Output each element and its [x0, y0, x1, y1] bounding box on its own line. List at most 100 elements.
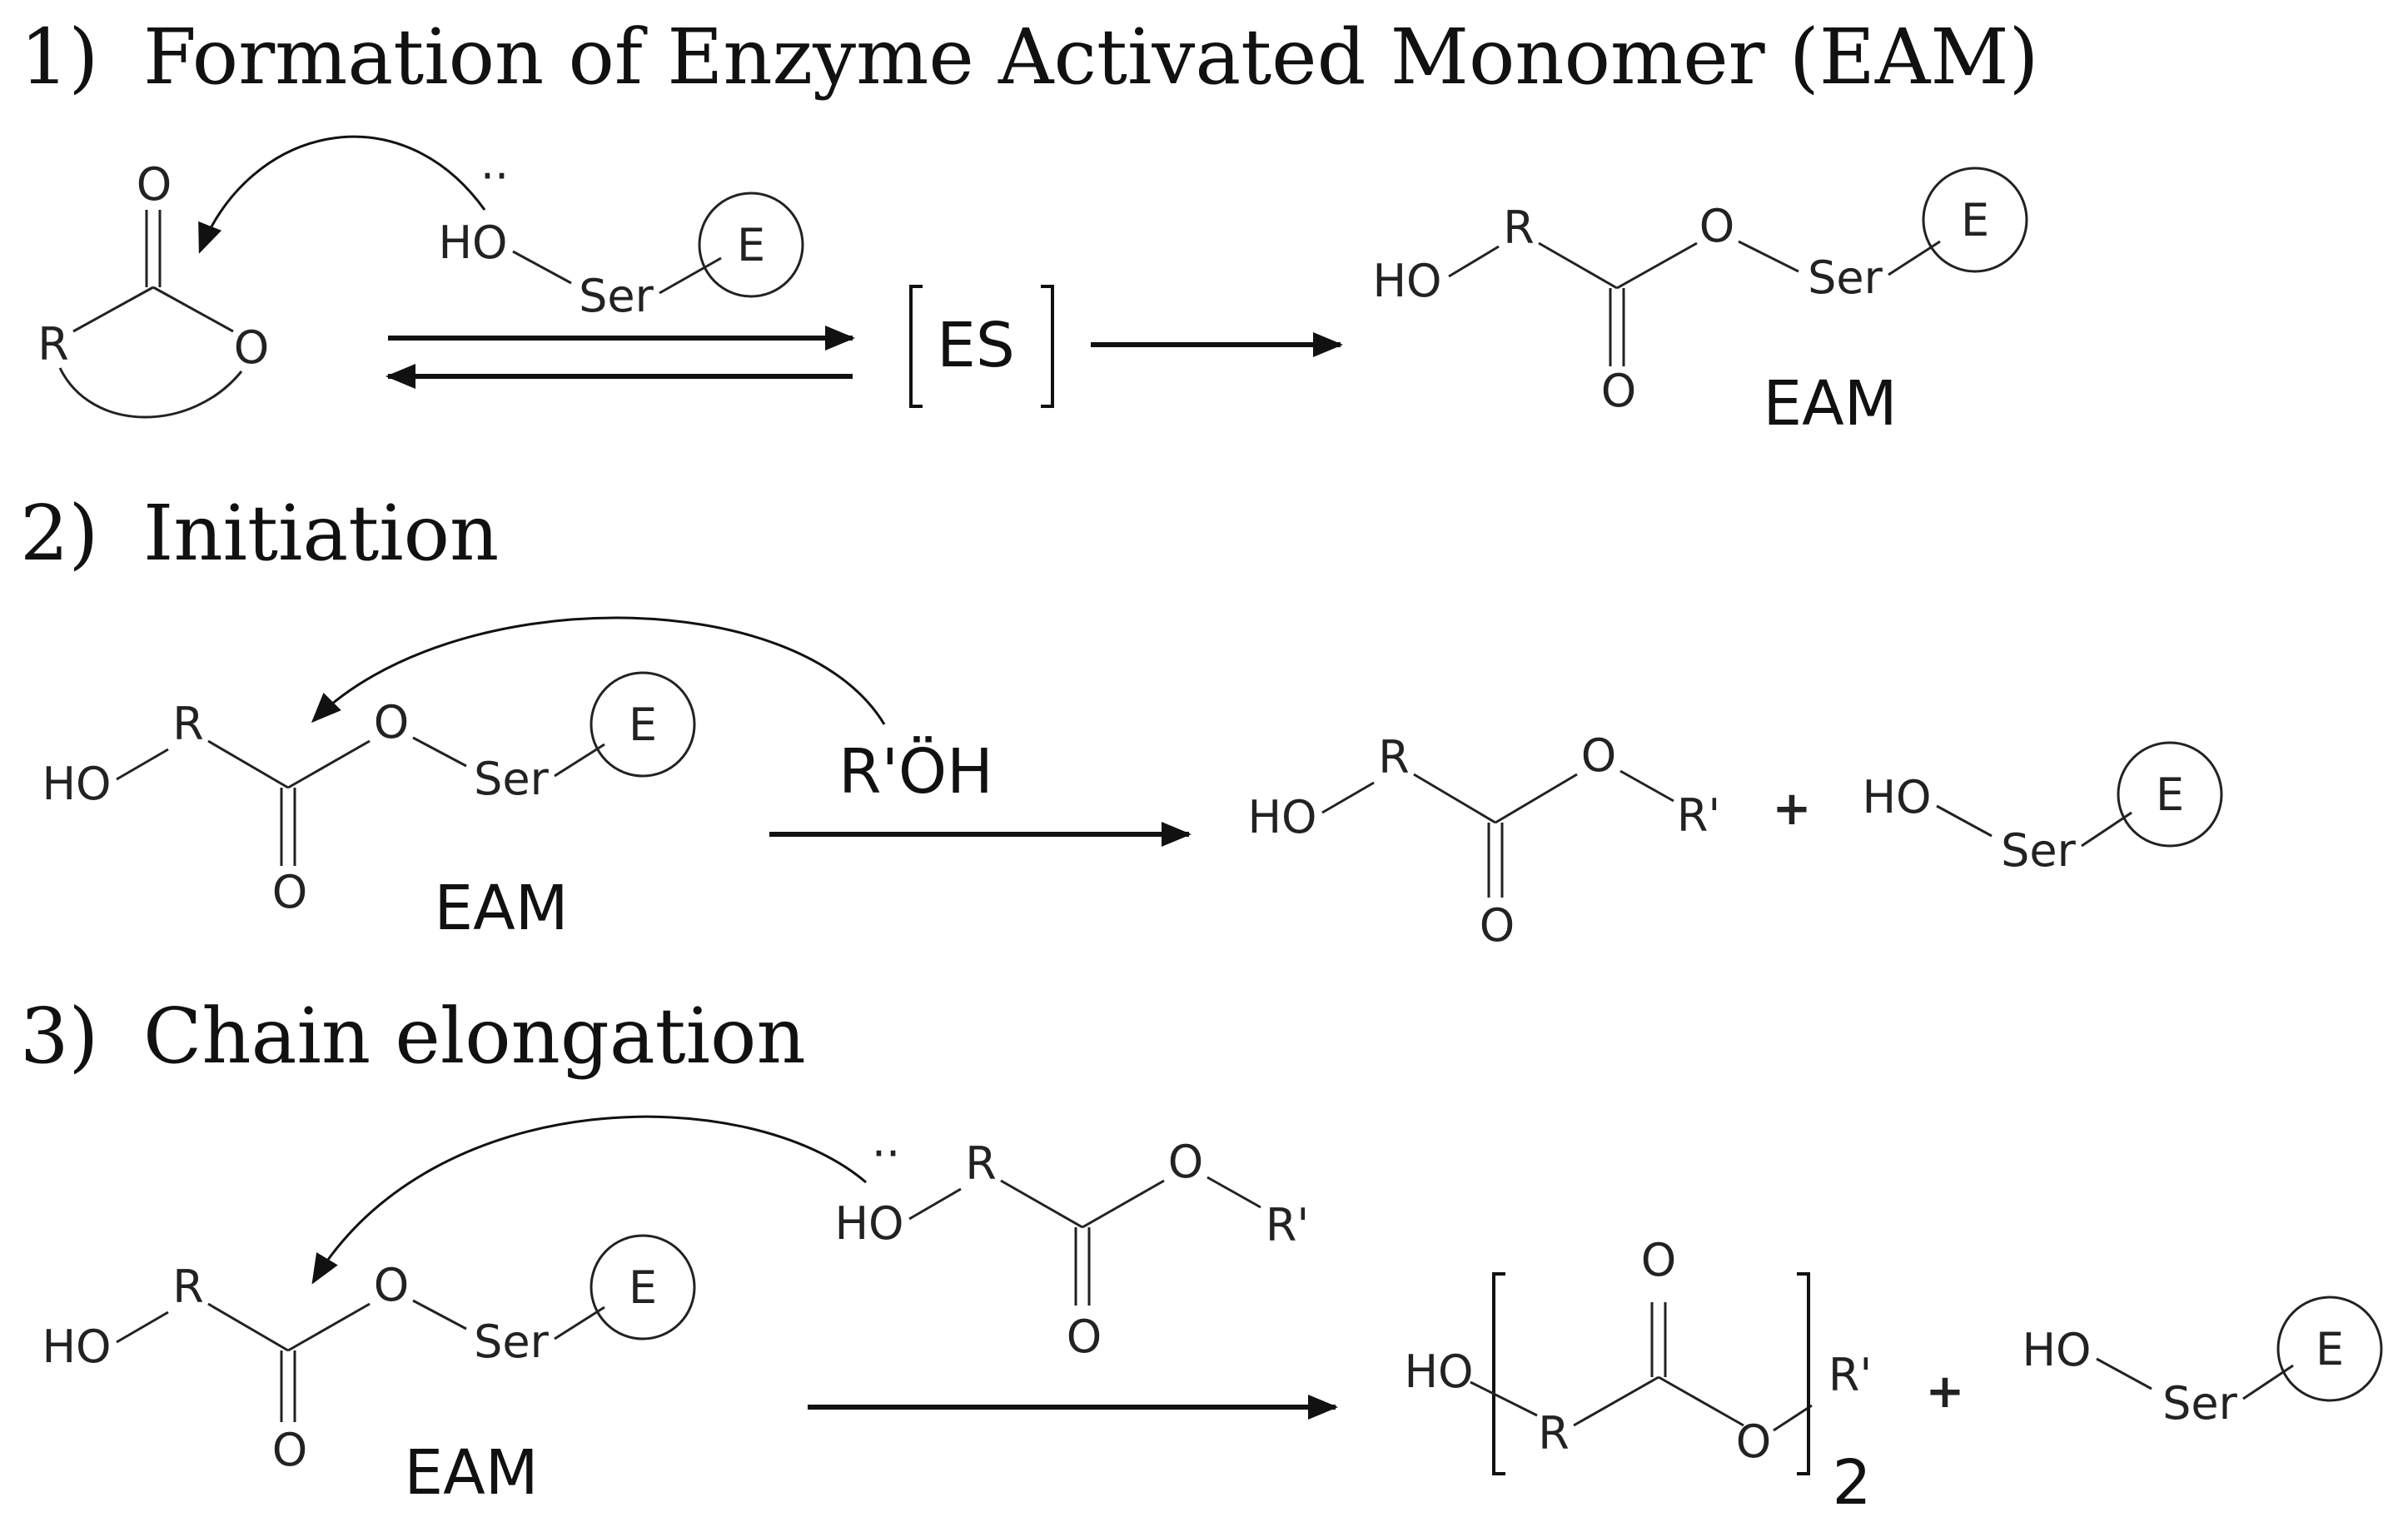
- enzyme-circle: [2117, 741, 2223, 848]
- serine-label: Ser: [474, 753, 550, 805]
- carbonyl-oxygen: O: [1480, 899, 1515, 952]
- ring-oxygen: O: [234, 321, 270, 374]
- right-bracket: [1041, 285, 1054, 408]
- r-group: R: [37, 318, 69, 371]
- enzyme-circle: [590, 671, 696, 778]
- bond-o-r: [1321, 781, 1375, 814]
- carbonyl-oxygen: O: [1641, 1234, 1677, 1286]
- bond-ser-enzyme: [2242, 1364, 2294, 1400]
- step-2-number: 2): [20, 489, 98, 578]
- bond-o-r: [116, 748, 169, 781]
- hydroxyl: HO: [1404, 1345, 1473, 1398]
- bond-o-ser: [412, 736, 467, 768]
- r-group: R: [1538, 1407, 1570, 1460]
- bond-c-o: [1658, 1375, 1744, 1427]
- bond-o-ser: [512, 250, 572, 285]
- hydroxyl: HO: [42, 1321, 111, 1373]
- bond-o-ser: [412, 1299, 467, 1331]
- bond-ser-enzyme: [1888, 240, 1941, 276]
- step-1: 1) Formation of Enzyme Activated Monomer…: [20, 12, 2038, 440]
- bond-c-o: [152, 286, 234, 333]
- hydroxyl: HO: [1247, 791, 1316, 843]
- hydroxyl: HO: [1372, 255, 1441, 307]
- repeat-subscript: 2: [1832, 1447, 1871, 1519]
- r-group: R: [1503, 201, 1535, 254]
- es-complex: ES: [909, 285, 1054, 408]
- equilibrium-arrows: [386, 326, 855, 389]
- lactone-monomer: O R O: [37, 158, 270, 419]
- ester-oxygen: O: [374, 696, 410, 749]
- bond-o-ser: [1936, 804, 1993, 838]
- bond-o-rprime: [1773, 1404, 1813, 1432]
- step-3: 3) Chain elongation HO R O O Ser E EAM ·…: [20, 992, 2383, 1519]
- r-prime-group: R': [1677, 789, 1720, 842]
- step-1-title: Formation of Enzyme Activated Monomer (E…: [143, 12, 2038, 102]
- bond-c-o: [287, 739, 371, 789]
- serine-label: Ser: [579, 270, 654, 322]
- eam-label: EAM: [1763, 368, 1897, 440]
- step-3-number: 3): [20, 992, 98, 1081]
- curved-arrow: [311, 1115, 867, 1285]
- hydroxyl: HO: [1862, 771, 1931, 823]
- bond-o-r: [1448, 245, 1500, 278]
- bond-c-o: [1082, 1179, 1165, 1229]
- hydroxyl: HO: [438, 216, 507, 269]
- enzyme-circle: [1922, 167, 2028, 273]
- r-prime-group: R': [1266, 1199, 1309, 1251]
- bond-o-rprime: [1619, 769, 1674, 803]
- hydroxyl: HO: [834, 1197, 903, 1250]
- eam-reactant-3: HO R O O Ser E EAM: [42, 1234, 696, 1509]
- enzyme-label: E: [629, 1261, 657, 1314]
- hydroxyl: HO: [42, 758, 111, 810]
- eam-reactant-2: HO R O O Ser E EAM: [42, 671, 696, 944]
- step-3-title: Chain elongation: [143, 992, 806, 1081]
- bond-r-c: [1573, 1375, 1659, 1427]
- es-label: ES: [937, 310, 1015, 381]
- hydroxy-ester-nucleophile: ·· HO R O O R': [834, 1127, 1309, 1363]
- lone-pair: ··: [480, 150, 509, 202]
- plus-sign: +: [1926, 1365, 1965, 1419]
- enzyme-label: E: [629, 699, 657, 751]
- bond-r-c: [1413, 773, 1496, 824]
- bond-o-r: [116, 1311, 169, 1344]
- enzyme-label: E: [2156, 768, 2184, 821]
- enzyme-label: E: [2316, 1323, 2344, 1375]
- ring-arc: [58, 367, 243, 419]
- r-group: R: [965, 1137, 997, 1190]
- ester-oxygen: O: [1699, 200, 1735, 252]
- lone-pair: ··: [872, 1127, 900, 1180]
- ester-oxygen: O: [1736, 1415, 1772, 1468]
- enzyme-circle: [590, 1234, 696, 1340]
- bond-c-o: [1616, 241, 1698, 290]
- serine-label: Ser: [474, 1316, 550, 1368]
- carbonyl-oxygen: O: [1067, 1311, 1102, 1363]
- ester-oxygen: O: [1581, 729, 1617, 782]
- bond-r-c: [207, 1302, 289, 1352]
- bond-c-o: [1495, 773, 1578, 824]
- carbonyl-oxygen: O: [272, 1424, 308, 1476]
- enzyme-circle: [2276, 1296, 2383, 1402]
- r-group: R: [1378, 731, 1410, 783]
- enzyme-circle: [698, 192, 804, 298]
- left-bracket: [1492, 1272, 1505, 1475]
- free-enzyme-2: HO Ser E: [1862, 741, 2223, 877]
- bond-c-o: [287, 1302, 371, 1352]
- alcohol-nucleophile: R'ÖH: [838, 735, 993, 808]
- eam-label: EAM: [404, 1437, 538, 1509]
- bond-ser-enzyme: [659, 256, 722, 295]
- bond-ser-enzyme: [554, 743, 605, 778]
- bond-r-c: [1538, 241, 1618, 290]
- ester-product-2: HO R O O R': [1247, 729, 1720, 952]
- carbonyl-oxygen: O: [1601, 365, 1637, 417]
- bond-o-ser: [1738, 240, 1799, 273]
- enzyme-label: E: [1961, 194, 1989, 246]
- right-bracket: [1797, 1272, 1810, 1475]
- carbonyl-oxygen: O: [137, 158, 172, 211]
- bond-o-r: [908, 1187, 962, 1221]
- bond-o-rprime: [1206, 1176, 1261, 1209]
- bond-o-r: [1470, 1380, 1538, 1417]
- carbonyl-oxygen: O: [272, 866, 308, 918]
- ester-oxygen: O: [374, 1259, 410, 1311]
- left-bracket: [909, 285, 923, 408]
